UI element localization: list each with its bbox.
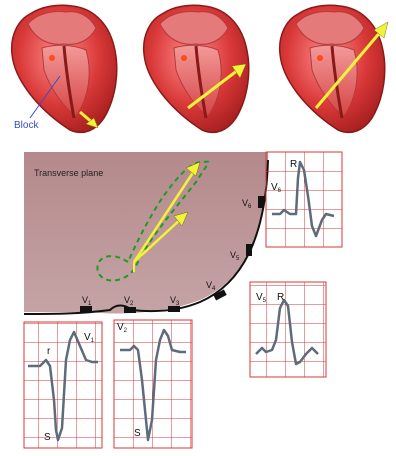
sa-node [49,55,55,61]
heart-left-block: Block [12,5,117,132]
electrode-v6-pad [258,196,264,208]
sa-node [317,55,323,61]
electrode-v2-pad [124,307,136,313]
plane-title: Transverse plane [34,168,103,178]
electrode-v5-pad [246,244,252,256]
ecg-panel-v2: V2 S [114,320,192,448]
wave-s-label: S [134,428,141,439]
sa-node [181,55,187,61]
wave-r-label: R [290,159,297,170]
heart-middle [144,5,249,132]
wave-r-label: R [277,292,284,303]
ecg-panel-v1: r V1 S [24,322,102,448]
ecg-panel-v5: V5 R [250,282,326,377]
heart-right [280,5,388,132]
transverse-plane: Transverse plane V1 V2 V3 V4 V5 V6 [24,152,268,314]
ecg-panel-v6: V6 R [266,152,342,247]
block-label: Block [14,120,39,131]
wave-s-label: S [44,432,51,443]
ecg-grid [114,320,192,448]
ecg-grid [266,152,342,247]
